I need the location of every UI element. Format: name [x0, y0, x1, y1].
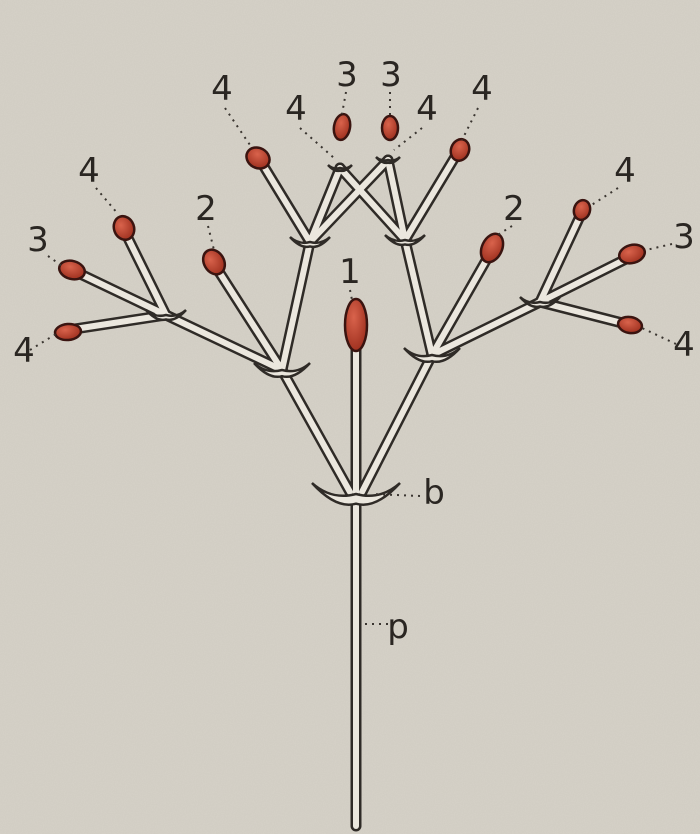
flower-bud-4 — [382, 116, 398, 140]
label-tertiary-right: 3 — [673, 217, 695, 257]
label-tertiary-top-left: 3 — [336, 55, 358, 95]
label-quaternary-3: 4 — [416, 89, 438, 129]
label-quaternary-2: 4 — [285, 89, 307, 129]
label-tertiary-top-right: 3 — [380, 55, 402, 95]
label-tertiary-left: 3 — [27, 220, 49, 260]
label-quaternary-6: 4 — [614, 151, 636, 191]
label-quaternary-4: 4 — [471, 69, 493, 109]
label-peduncle: p — [387, 607, 409, 647]
label-quaternary-1: 4 — [211, 69, 233, 109]
flower-bud-9 — [54, 323, 81, 341]
label-secondary-right: 2 — [503, 189, 525, 229]
label-quaternary-8: 4 — [673, 325, 695, 365]
label-quaternary-7: 4 — [13, 331, 35, 371]
label-quaternary-5: 4 — [78, 151, 100, 191]
label-primary-flower: 1 — [339, 252, 361, 292]
label-bract: b — [423, 473, 445, 513]
flower-bud-0 — [345, 299, 367, 351]
label-secondary-left: 2 — [195, 189, 217, 229]
